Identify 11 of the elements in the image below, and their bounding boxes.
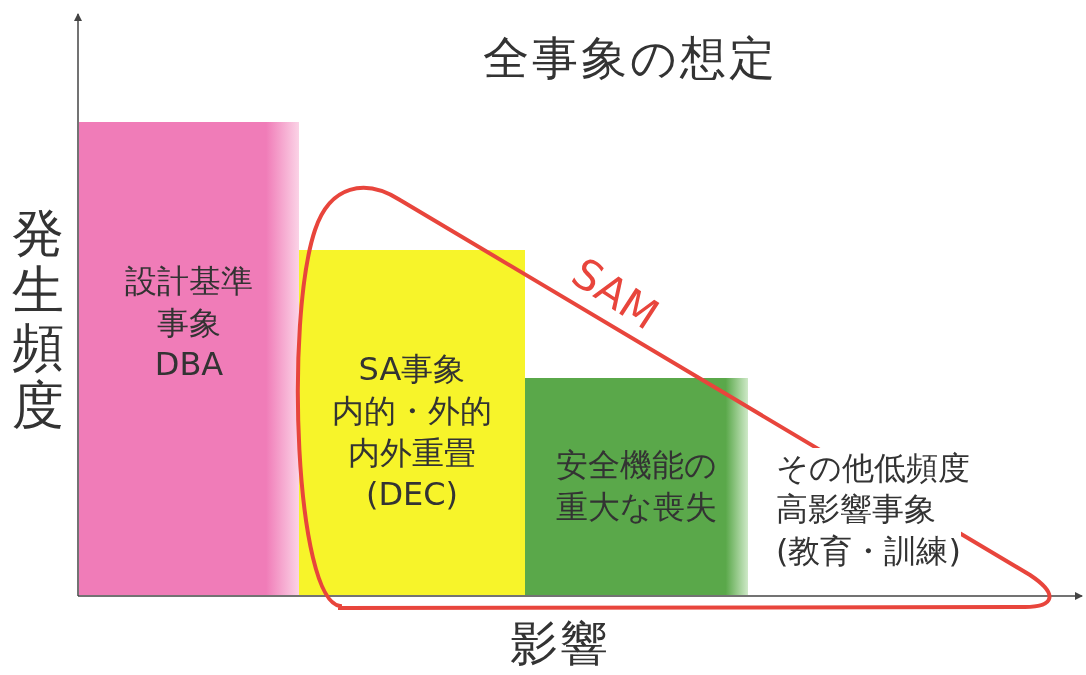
- event-label: (DEC): [365, 474, 459, 516]
- category-band: [79, 122, 299, 595]
- x-axis-label: 影響: [510, 614, 610, 673]
- chart-title: 全事象の想定: [481, 30, 779, 87]
- event-label: DBA: [154, 344, 224, 386]
- curve-label: SAM: [563, 248, 668, 340]
- event-label: SA事象: [358, 349, 466, 391]
- event-label: 内的・外的内外重畳: [331, 390, 493, 474]
- event-label: 安全機能の重大な喪失: [555, 444, 718, 528]
- y-axis-label: 発生頻度: [12, 205, 64, 434]
- event-label: 設計基準事象: [124, 261, 254, 344]
